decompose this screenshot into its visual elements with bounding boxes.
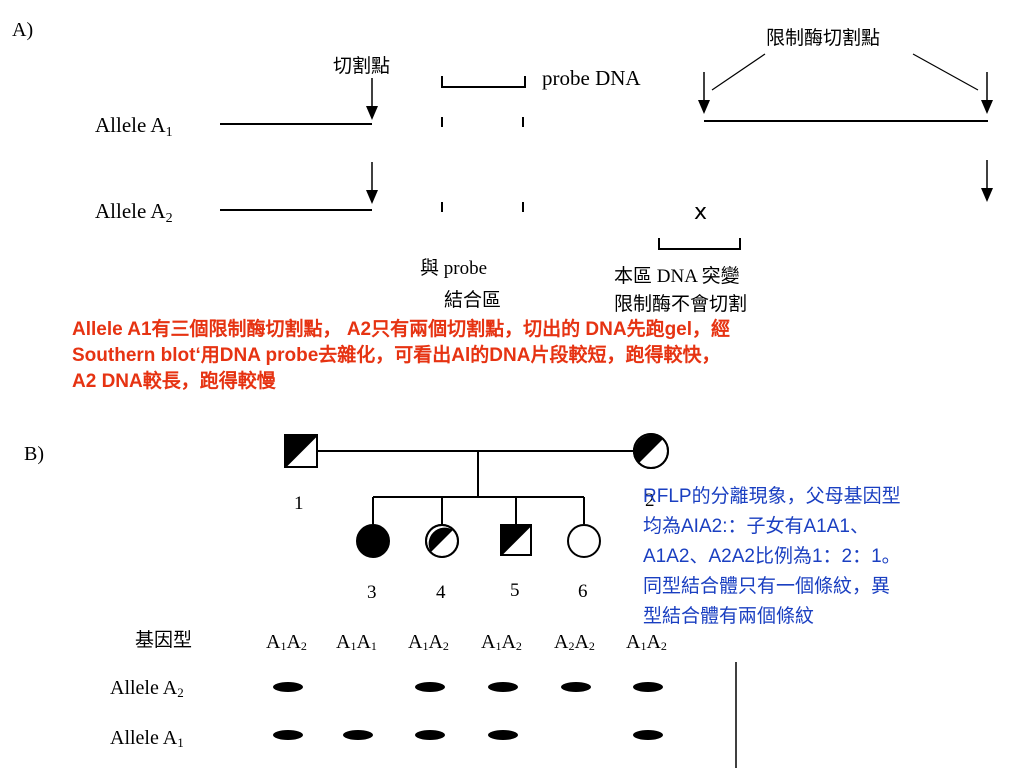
child-3-circle <box>356 524 390 558</box>
bands-a1-row <box>273 730 663 740</box>
panel-a-label: A) <box>12 19 33 41</box>
genotype-label: A1A1 <box>336 631 377 653</box>
mutation-bracket <box>658 238 741 250</box>
gel-band <box>633 730 663 740</box>
genotype-label: A2A2 <box>554 631 595 653</box>
gel-band <box>488 682 518 692</box>
child-6-number: 6 <box>578 581 588 602</box>
cut-site-arrowhead-a2 <box>366 190 378 204</box>
panel-b: B) 1 2 3 4 5 6 基因 <box>24 433 737 768</box>
gel-band <box>415 730 445 740</box>
gel-band <box>415 682 445 692</box>
pointer-line-left <box>711 53 766 91</box>
pointer-line-right <box>912 53 979 91</box>
blue-note-line4: 同型結合體只有一個條紋，異 <box>643 576 891 597</box>
mother-number: 2 <box>645 490 655 511</box>
panel-a: A) 切割點 probe DNA 限制酶切割點 Allele A1 Allele… <box>12 19 993 315</box>
blue-note-line1: RFLP的分離現象，父母基因型 <box>643 486 901 507</box>
child-3-number: 3 <box>367 582 377 603</box>
probe-binding-line1: 與 probe <box>420 257 487 279</box>
genotype-row: A1A2 A1A1 A1A2 A1A2 A2A2 A1A2 <box>266 631 667 653</box>
allele-a2-label: Allele A2 <box>95 199 173 226</box>
allele-a1-row-label: Allele A1 <box>110 727 184 750</box>
restriction-sites-label: 限制酶切割點 <box>766 27 880 49</box>
blue-note-line3: A1A2、A2A2比例為1：2：1。 <box>643 546 901 567</box>
child-6-circle <box>567 524 601 558</box>
genotype-label: A1A2 <box>266 631 307 653</box>
gel-band <box>633 682 663 692</box>
cut-site-label: 切割點 <box>333 55 390 77</box>
cut-site-arrowhead-a1 <box>366 106 378 120</box>
red-note-line2: Southern blot‘用DNA probe去雜化，可看出Al的DNA片段較… <box>72 345 721 366</box>
blue-explanation-note: RFLP的分離現象，父母基因型 均為AIA2:：子女有A1A1、 A1A2、A2… <box>643 482 1003 632</box>
mutation-line2: 限制酶不會切割 <box>614 293 747 315</box>
allele-a1-label: Allele A1 <box>95 113 173 140</box>
child-5-number: 5 <box>510 580 520 601</box>
mutation-line1: 本區 DNA 突變 <box>614 265 740 287</box>
genotype-label: A1A2 <box>408 631 449 653</box>
gel-band <box>273 730 303 740</box>
genotype-label: A1A2 <box>626 631 667 653</box>
probe-label: probe DNA <box>542 66 641 90</box>
bands-a2-row <box>273 682 663 692</box>
father-number: 1 <box>294 493 304 514</box>
cut-site-arrowhead-middle <box>698 100 710 114</box>
genotype-label: A1A2 <box>481 631 522 653</box>
child-4-filled-half <box>428 527 453 552</box>
gel-band <box>343 730 373 740</box>
gel-band <box>488 730 518 740</box>
cut-site-arrowhead-right-a2 <box>981 188 993 202</box>
probe-bracket <box>441 76 526 88</box>
blue-note-line5: 型結合體有兩個條紋 <box>643 606 815 627</box>
cut-site-arrowhead-right-a1 <box>981 100 993 114</box>
allele-a2-row-label: Allele A2 <box>110 677 184 700</box>
genotype-header: 基因型 <box>135 629 192 651</box>
mother-filled-half <box>634 434 663 463</box>
red-note-line1: Allele A1有三個限制酶切割點， A2只有兩個切割點，切出的 DNA先跑g… <box>72 319 731 340</box>
panel-b-label: B) <box>24 443 44 465</box>
probe-binding-line2: 結合區 <box>444 289 501 311</box>
child-4-number: 4 <box>436 582 446 603</box>
mutation-mark: x <box>694 200 707 225</box>
blue-note-line2: 均為AIA2:：子女有A1A1、 <box>643 516 869 537</box>
red-explanation-note: Allele A1有三個限制酶切割點， A2只有兩個切割點，切出的 DNA先跑g… <box>72 317 1002 395</box>
gel-band <box>273 682 303 692</box>
red-note-line3: A2 DNA較長，跑得較慢 <box>72 371 276 392</box>
gel-band <box>561 682 591 692</box>
